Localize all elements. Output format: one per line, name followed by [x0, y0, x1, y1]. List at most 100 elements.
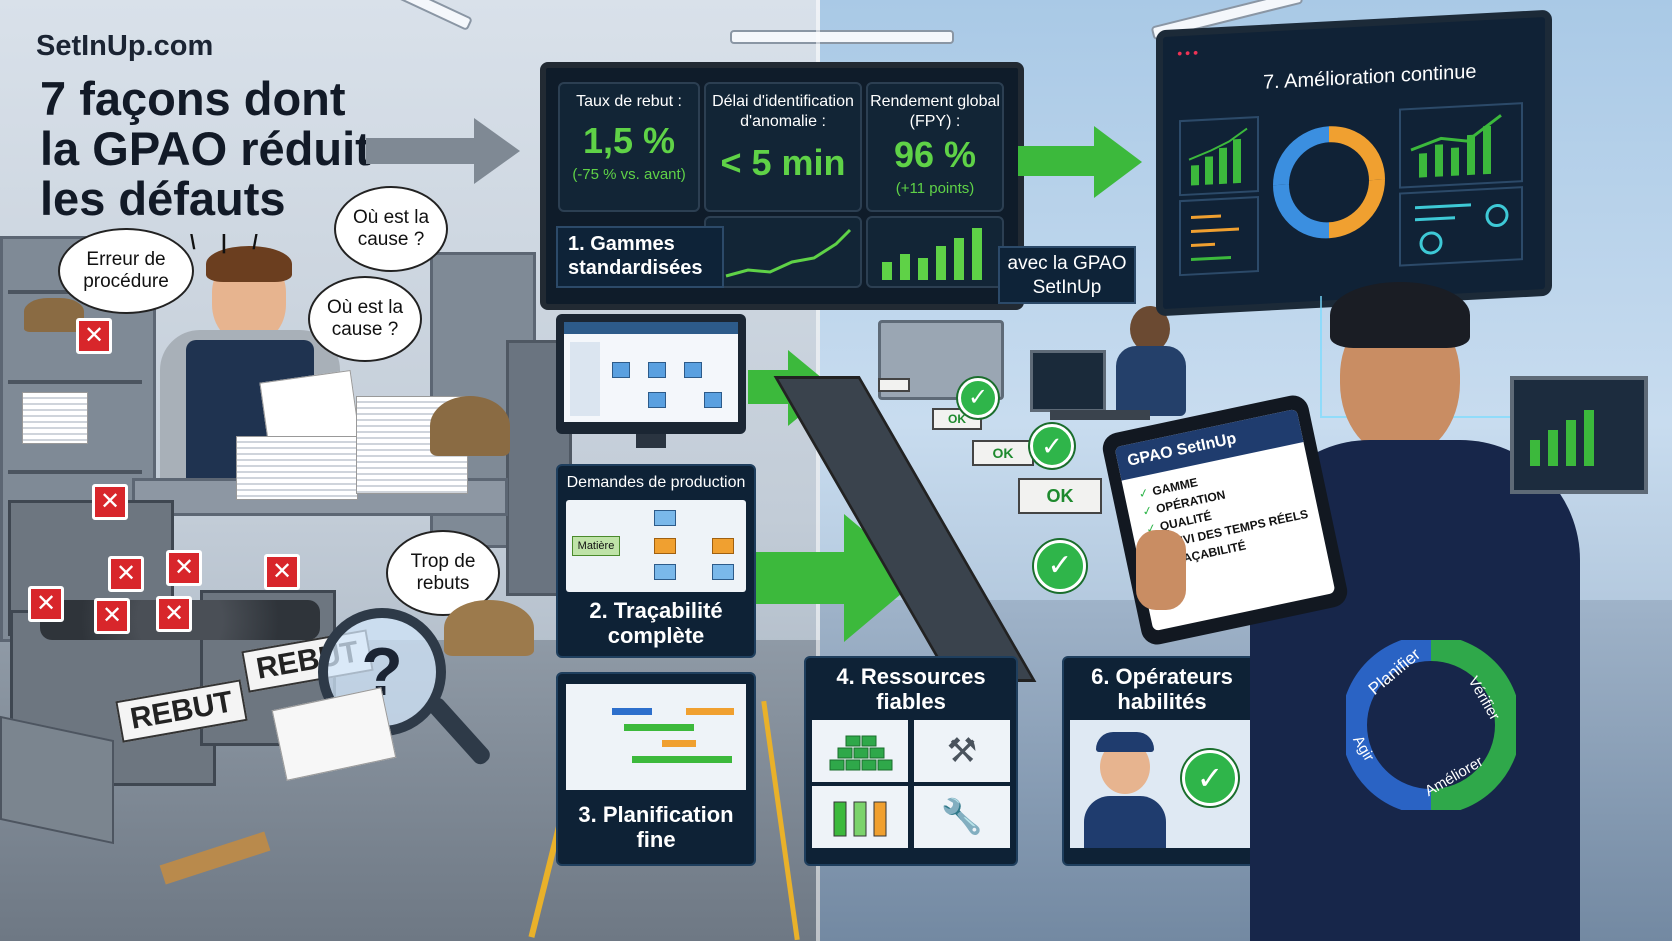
step-3-label: 3. Planification fine	[578, 802, 734, 852]
paper-stack	[236, 436, 358, 500]
ok-part	[878, 378, 910, 392]
operator-uniform	[1084, 796, 1166, 848]
speech-bubble: Trop de rebuts	[386, 530, 500, 616]
checkmark-icon: ✓	[1030, 424, 1074, 468]
shelf-plank	[8, 380, 142, 384]
worker-hair	[206, 246, 292, 282]
scrap-pile	[444, 600, 534, 656]
side-monitor	[1510, 376, 1648, 494]
page-title: 7 façons dont la GPAO réduit les défauts	[40, 74, 460, 224]
wrench-icon: 🔧	[914, 786, 1010, 848]
reject-x-icon: ✕	[94, 598, 130, 634]
pdca-cycle-icon: Planifier Vérifier Agir Améliorer	[1341, 635, 1521, 815]
green-arrow-body	[756, 552, 846, 604]
check-icon: ✓	[1141, 503, 1154, 519]
monitor-stand	[636, 434, 666, 448]
kpi-card-detection-time: Délai d'identification d'anomalie : < 5 …	[704, 82, 862, 212]
operator-monitor	[1030, 350, 1106, 412]
speech-bubble: Où est la cause ?	[308, 276, 422, 362]
manager-hand	[1136, 530, 1186, 610]
trace-node	[712, 564, 734, 580]
checkmark-icon: ✓	[1034, 540, 1086, 592]
flow-node	[648, 392, 666, 408]
window-dots-icon: ● ● ●	[1177, 47, 1199, 59]
kpi-label: Rendement global (FPY) :	[870, 93, 1000, 130]
process-screen	[564, 322, 738, 422]
gray-arrow-head-icon	[474, 118, 520, 184]
operator-cap	[1096, 732, 1154, 752]
trace-node	[654, 538, 676, 554]
step-7-label: 7. Amélioration continue	[1263, 60, 1477, 94]
mini-growth-chart-icon	[1399, 102, 1523, 189]
flow-node	[684, 362, 702, 378]
kpi-card-scrap-rate: Taux de rebut : 1,5 % (-75 % vs. avant)	[558, 82, 700, 212]
side-chart-icon	[1530, 410, 1594, 466]
reject-x-icon: ✕	[166, 550, 202, 586]
trace-node	[654, 564, 676, 580]
shelf-plank	[8, 470, 142, 474]
kpi-dashboard-screen: Taux de rebut : 1,5 % (-75 % vs. avant) …	[540, 62, 1024, 310]
trace-node	[654, 510, 676, 526]
kpi-value: 1,5 %	[582, 120, 676, 161]
kpi-label: Taux de rebut :	[576, 93, 682, 110]
gantt-bar	[686, 708, 734, 715]
bar-chart-panel	[866, 216, 1004, 288]
panel-header: Demandes de production	[566, 474, 746, 491]
trace-node	[712, 538, 734, 554]
screen-sidebar	[570, 342, 600, 416]
step-6-label: 6. Opérateurs habilités	[1091, 664, 1233, 714]
operator-body	[1116, 346, 1186, 416]
reject-x-icon: ✕	[28, 586, 64, 622]
site-name: SetInUp.com	[36, 30, 214, 62]
flow-node	[648, 362, 666, 378]
flow-node	[704, 392, 722, 408]
scrap-pile	[430, 396, 510, 456]
title-line: la GPAO réduit	[40, 122, 371, 175]
kpi-sub: (+11 points)	[895, 180, 975, 197]
tablet-device: GPAO SetInUp ✓GAMME ✓OPÉRATION ✓QUALITÉ …	[1099, 392, 1351, 648]
scene-divider	[816, 0, 820, 941]
kpi-sub: (-75 % vs. avant)	[572, 166, 686, 183]
reject-x-icon: ✕	[92, 484, 128, 520]
reject-x-icon: ✕	[156, 596, 192, 632]
reject-x-icon: ✕	[264, 554, 300, 590]
gantt-chart	[566, 684, 746, 790]
green-arrow-body	[1018, 146, 1096, 176]
material-node: Matière	[572, 536, 620, 556]
tools-icon: ⚒	[914, 720, 1010, 782]
check-icon: ✓	[1137, 485, 1151, 502]
trend-chart-panel	[704, 216, 862, 288]
gantt-bar	[624, 724, 694, 731]
ok-part: OK	[972, 440, 1034, 466]
step-6-panel: 6. Opérateurs habilités ✓	[1062, 656, 1262, 866]
cycle-arrows-icon	[1271, 121, 1387, 243]
step-2-label: 2. Traçabilité complète	[589, 598, 723, 648]
checkmark-icon: ✓	[958, 378, 998, 418]
paper-stack	[22, 392, 88, 444]
kpi-card-fpy: Rendement global (FPY) : 96 % (+11 point…	[866, 82, 1004, 212]
operator-badge-area: ✓	[1070, 720, 1254, 848]
gantt-bar	[612, 708, 652, 715]
resource-stock-icon	[812, 720, 908, 782]
keyboard	[1050, 410, 1150, 420]
step-4-label: 4. Ressources fiables	[836, 664, 986, 714]
mini-list-icon	[1179, 195, 1259, 277]
kpi-label: Délai d'identification d'anomalie :	[712, 93, 854, 130]
kpi-value: < 5 min	[720, 142, 846, 183]
green-arrow-head-icon	[1094, 126, 1142, 198]
kpi-value: 96 %	[893, 134, 977, 175]
gantt-bar	[632, 756, 732, 763]
with-setinup-label: avec la GPAO SetInUp	[998, 246, 1136, 304]
reject-x-icon: ✕	[76, 318, 112, 354]
step-4-panel: 4. Ressources fiables ⚒ 🔧	[804, 656, 1018, 866]
step-2-panel: Demandes de production Matière 2. Traçab…	[556, 464, 756, 658]
certified-badge-icon: ✓	[1182, 750, 1238, 806]
gray-arrow-body	[366, 138, 476, 164]
mini-gauge-icon	[1399, 186, 1523, 267]
speech-bubble: Erreur de procédure	[58, 228, 194, 314]
continuous-improvement-screen: ● ● ● 7. Amélioration continue	[1156, 9, 1552, 317]
ok-part: OK	[1018, 478, 1102, 514]
gantt-bar	[662, 740, 696, 747]
ceiling-light	[730, 30, 954, 44]
line-chart-icon	[725, 228, 852, 278]
